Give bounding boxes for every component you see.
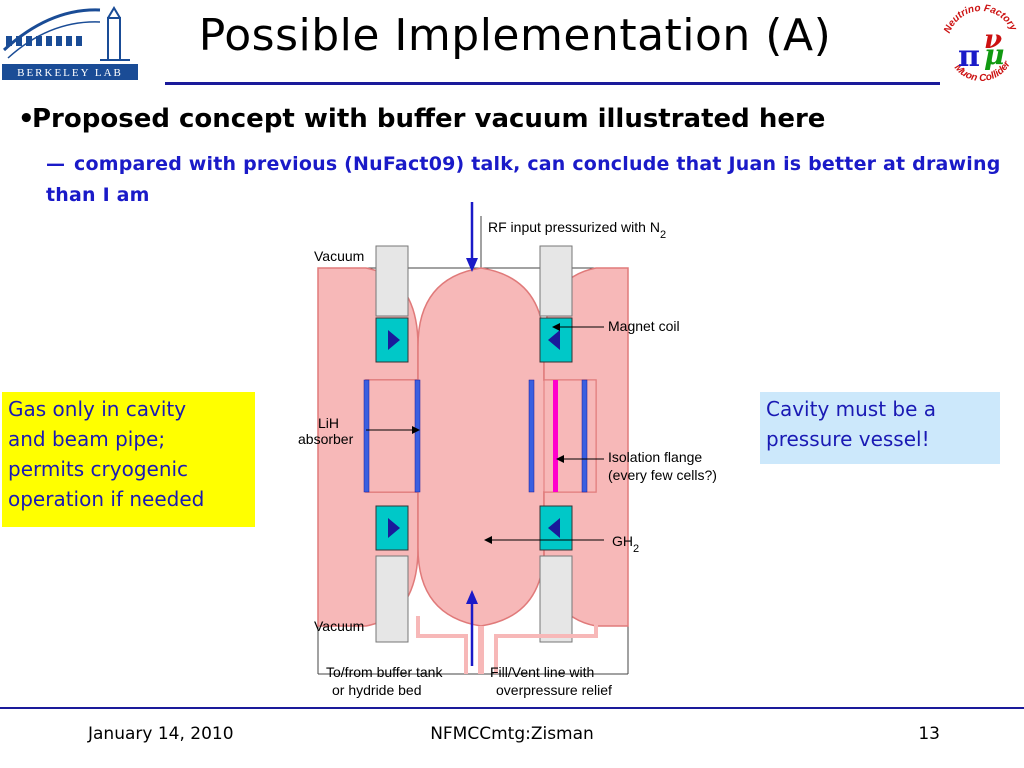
nfmc-logo: Neutrino Factory Muon Collider ν π μ — [940, 2, 1022, 90]
berkeley-lab-logo: BERKELEY LAB — [0, 0, 140, 90]
slide-title: Possible Implementation (A) — [198, 10, 832, 61]
lih-label: LiH — [318, 415, 339, 431]
slide-number: 13 — [918, 724, 940, 744]
fill-vent-label-2: overpressure relief — [496, 682, 612, 698]
footer-date: January 14, 2010 — [88, 724, 234, 744]
callout-left-line-4: operation if needed — [8, 487, 205, 511]
title-underline — [165, 82, 940, 85]
bullet-dot: • — [18, 104, 35, 134]
sub-bullet-text: compared with previous (NuFact09) talk, … — [46, 153, 1001, 206]
sub-bullet-dash: — — [46, 153, 66, 175]
callout-left-line-1: Gas only in cavity — [8, 397, 187, 421]
gas-only-callout: Gas only in cavity and beam pipe; permit… — [2, 392, 255, 527]
absorber-label: absorber — [298, 431, 354, 447]
berkeley-lab-logo-text: BERKELEY LAB — [17, 67, 123, 79]
vacuum-top-label: Vacuum — [314, 248, 364, 264]
pi-symbol: π — [958, 39, 980, 74]
pressure-vessel-callout: Cavity must be a pressure vessel! — [760, 392, 1000, 464]
buffer-tank-label-2: or hydride bed — [332, 682, 422, 698]
every-few-cells-label: (every few cells?) — [608, 467, 717, 483]
rf-input-label: RF input pressurized with N2 — [488, 219, 666, 241]
main-bullet: •Proposed concept with buffer vacuum ill… — [18, 104, 825, 134]
buffer-tank-label-1: To/from buffer tank — [326, 664, 443, 680]
footer-meeting: NFMCCmtg:Zisman — [430, 724, 594, 744]
magnet-coil-label: Magnet coil — [608, 318, 680, 334]
fill-vent-label-1: Fill/Vent line with — [490, 664, 594, 680]
gh2-label: GH2 — [612, 533, 639, 555]
callout-right-line-1: Cavity must be a — [766, 397, 937, 421]
cavity-diagram: RF input pressurized with N2 Vacuum Magn… — [296, 196, 736, 710]
callout-left-line-3: permits cryogenic — [8, 457, 189, 481]
callout-left-line-2: and beam pipe; — [8, 427, 166, 451]
nfmc-logo-top-text: Neutrino Factory — [942, 3, 1019, 35]
main-bullet-text: Proposed concept with buffer vacuum illu… — [32, 104, 826, 134]
nu-symbol: ν — [984, 25, 1002, 55]
vacuum-bottom-label: Vacuum — [314, 618, 364, 634]
isolation-flange-label: Isolation flange — [608, 449, 702, 465]
callout-right-line-2: pressure vessel! — [766, 427, 930, 451]
svg-text:Neutrino Factory: Neutrino Factory — [942, 3, 1019, 35]
mu-symbol: μ — [984, 38, 1005, 71]
footer-divider — [0, 707, 1024, 709]
sub-bullet: —compared with previous (NuFact09) talk,… — [46, 149, 1006, 211]
